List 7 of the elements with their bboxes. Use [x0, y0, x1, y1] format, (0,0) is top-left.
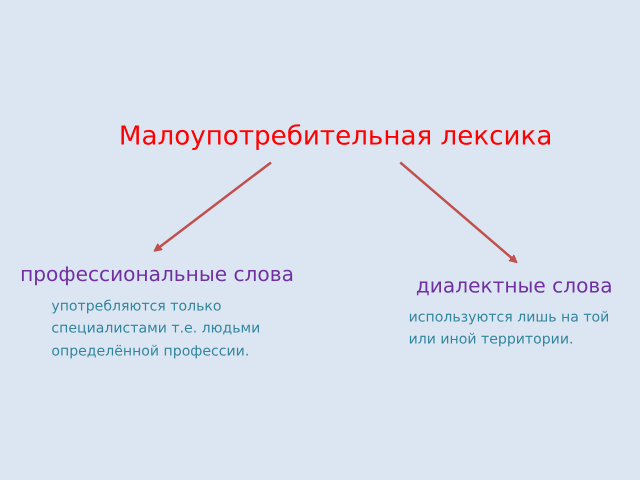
node-label: используются лишь на той или иной территории.	[408, 310, 610, 348]
node-label: употребляются только специалистами т.е. людьми определённой профессии.	[51, 298, 260, 360]
arrow	[153, 161, 272, 252]
node-text: диалектные слова	[416, 273, 613, 298]
node-text: Малоупотребительная лексика	[118, 121, 552, 152]
node-text: профессиональные слова	[20, 262, 294, 286]
arrow	[399, 162, 518, 264]
